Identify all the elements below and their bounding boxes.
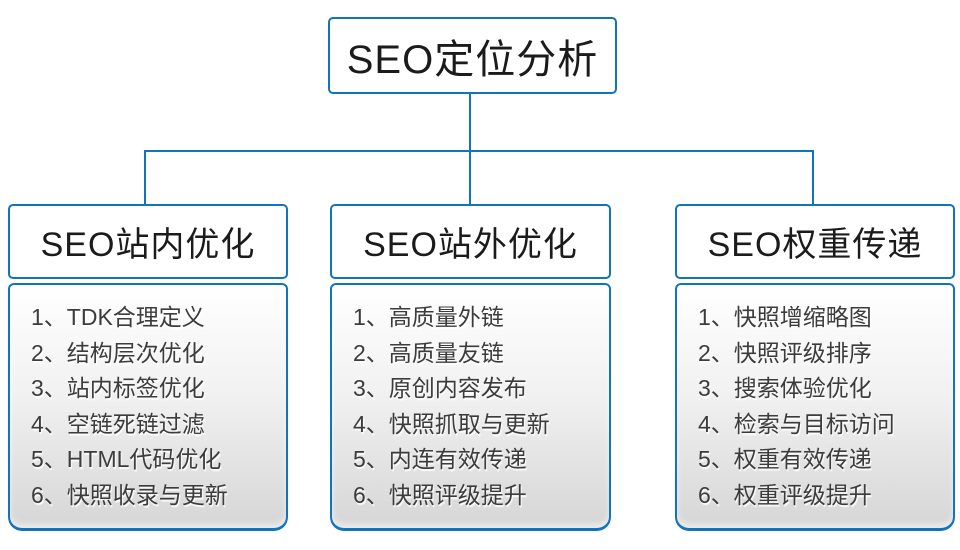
- list-weight-transfer: 1、快照增缩略图 2、快照评级排序 3、搜索体验优化 4、检索与目标访问 5、权…: [698, 300, 945, 513]
- list-item: 5、权重有效传递: [698, 446, 872, 472]
- list-item: 4、检索与目标访问: [698, 410, 895, 437]
- connector-drop-left: [144, 150, 146, 206]
- list-box-offsite: 1、高质量外链 2、高质量友链 3、原创内容发布 4、快照抓取与更新 5、内连有…: [330, 283, 611, 531]
- header-node-weight-transfer: SEO权重传递: [675, 204, 955, 279]
- connector-root-stem: [469, 92, 471, 151]
- list-item: 1、TDK合理定义: [31, 304, 205, 330]
- list-item: 1、高质量外链: [353, 304, 504, 330]
- list-item: 3、站内标签优化: [31, 375, 205, 401]
- list-offsite: 1、高质量外链 2、高质量友链 3、原创内容发布 4、快照抓取与更新 5、内连有…: [353, 300, 601, 513]
- list-item: 2、结构层次优化: [31, 339, 205, 366]
- list-box-onsite: 1、TDK合理定义 2、结构层次优化 3、站内标签优化 4、空链死链过滤 5、H…: [8, 283, 288, 531]
- list-item: 6、快照评级提升: [353, 481, 527, 508]
- header-node-onsite: SEO站内优化: [8, 204, 288, 279]
- header-node-offsite: SEO站外优化: [330, 204, 611, 279]
- list-item: 3、搜索体验优化: [698, 375, 872, 401]
- connector-drop-center: [469, 150, 471, 206]
- list-item: 3、原创内容发布: [353, 375, 527, 401]
- header-node-onsite-label: SEO站内优化: [40, 226, 256, 264]
- list-item: 5、HTML代码优化: [31, 446, 222, 472]
- list-box-weight-transfer: 1、快照增缩略图 2、快照评级排序 3、搜索体验优化 4、检索与目标访问 5、权…: [675, 283, 955, 531]
- header-node-weight-transfer-label: SEO权重传递: [707, 226, 923, 264]
- list-item: 6、快照收录与更新: [31, 481, 228, 508]
- list-item: 6、权重评级提升: [698, 481, 872, 508]
- list-item: 2、高质量友链: [353, 339, 504, 366]
- list-item: 5、内连有效传递: [353, 446, 527, 472]
- list-item: 1、快照增缩略图: [698, 304, 872, 330]
- root-node-label: SEO定位分析: [346, 37, 599, 82]
- root-node-seo-positioning: SEO定位分析: [328, 17, 617, 94]
- list-item: 4、空链死链过滤: [31, 410, 205, 437]
- connector-horizontal: [144, 150, 814, 152]
- list-onsite: 1、TDK合理定义 2、结构层次优化 3、站内标签优化 4、空链死链过滤 5、H…: [31, 300, 278, 513]
- header-node-offsite-label: SEO站外优化: [363, 226, 578, 264]
- connector-drop-right: [812, 150, 814, 206]
- list-item: 4、快照抓取与更新: [353, 410, 550, 437]
- list-item: 2、快照评级排序: [698, 339, 872, 366]
